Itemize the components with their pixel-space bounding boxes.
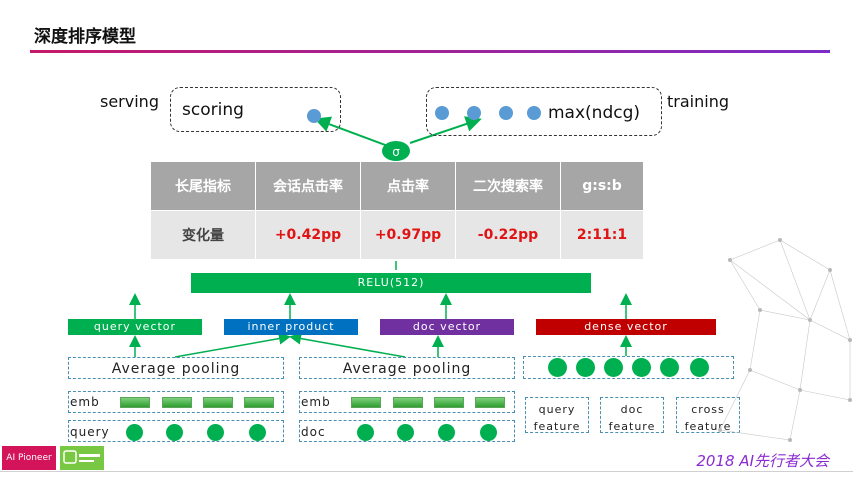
doc-token-node <box>480 424 497 441</box>
scoring-box <box>170 87 341 132</box>
emb-cell <box>393 397 423 408</box>
emb-cell <box>434 397 464 408</box>
maxndcg-label: max(ndcg) <box>548 103 641 123</box>
iqiyi-logo <box>60 446 104 470</box>
query-feature-box: query feature <box>525 397 589 433</box>
emb-cell <box>351 397 381 408</box>
table-header-cell: g:s:b <box>560 161 644 211</box>
emb-row-right <box>299 391 515 413</box>
table-header-cell: 点击率 <box>360 161 456 211</box>
network-decoration-graphic <box>718 238 852 442</box>
query-token-node <box>207 424 224 441</box>
training-node-1 <box>435 106 449 120</box>
slide-title: 深度排序模型 <box>34 27 136 47</box>
scoring-node <box>307 109 321 123</box>
query-token-node <box>249 424 266 441</box>
table-cell: 变化量 <box>150 210 256 260</box>
table-row: 变化量 +0.42pp +0.97pp -0.22pp 2:11:1 <box>150 210 644 260</box>
metrics-table: 长尾指标 会话点击率 点击率 二次搜索率 g:s:b 变化量 +0.42pp +… <box>150 161 644 260</box>
table-cell: +0.42pp <box>255 210 361 260</box>
doc-input-label: doc <box>301 425 326 439</box>
doc-token-node <box>438 424 455 441</box>
dense-node <box>660 358 679 377</box>
dense-vector-bar: dense vector <box>536 319 716 335</box>
dense-node <box>632 358 651 377</box>
conference-label: 2018 AI先行者大会 <box>696 452 829 470</box>
pool-left-to-inner-product-arrow <box>174 332 291 358</box>
dense-node <box>690 358 709 377</box>
query-input-label: query <box>70 425 110 439</box>
dense-node <box>576 358 595 377</box>
inner-product-bar: inner product <box>224 319 358 335</box>
dense-node <box>548 358 567 377</box>
sigma-to-scoring-arrow <box>314 116 389 147</box>
emb-row-left <box>68 391 284 413</box>
title-underline <box>30 50 830 53</box>
emb-label-right: emb <box>301 395 331 409</box>
table-header-cell: 长尾指标 <box>150 161 256 211</box>
emb-cell <box>475 397 505 408</box>
emb-cell <box>203 397 233 408</box>
doc-feature-box: doc feature <box>600 397 664 433</box>
average-pooling-right: Average pooling <box>299 357 515 379</box>
iqiyi-logo-mark <box>63 450 100 464</box>
relu-layer: RELU(512) <box>191 273 591 293</box>
table-header-row: 长尾指标 会话点击率 点击率 二次搜索率 g:s:b <box>150 161 644 211</box>
table-cell: +0.97pp <box>360 210 456 260</box>
dense-node <box>604 358 623 377</box>
table-cell: -0.22pp <box>455 210 561 260</box>
doc-input-row <box>299 420 515 442</box>
training-node-3 <box>499 106 513 120</box>
table-header-cell: 二次搜索率 <box>455 161 561 211</box>
table-header-cell: 会话点击率 <box>255 161 361 211</box>
doc-token-node <box>397 424 414 441</box>
maxndcg-box <box>426 87 662 136</box>
sigma-node: σ <box>382 141 410 161</box>
dense-feature-row <box>523 356 734 379</box>
training-node-2 <box>467 106 481 120</box>
ai-pioneer-badge: AI Pioneer <box>2 446 56 470</box>
training-label: training <box>667 92 729 111</box>
pool-right-to-inner-product-arrow <box>289 332 406 358</box>
doc-vector-bar: doc vector <box>380 319 514 335</box>
query-input-row <box>68 420 284 442</box>
scoring-label: scoring <box>182 100 244 120</box>
emb-cell <box>244 397 274 408</box>
emb-cell <box>120 397 150 408</box>
query-token-node <box>126 424 143 441</box>
table-cell: 2:11:1 <box>560 210 644 260</box>
sigma-to-maxndcg-arrow <box>409 116 482 144</box>
doc-token-node <box>357 424 374 441</box>
emb-label-left: emb <box>70 395 100 409</box>
serving-label: serving <box>100 92 159 111</box>
query-vector-bar: query vector <box>68 319 202 335</box>
emb-cell <box>162 397 192 408</box>
average-pooling-left: Average pooling <box>68 357 284 379</box>
query-token-node <box>166 424 183 441</box>
training-node-4 <box>527 106 541 120</box>
footer-rule <box>0 471 853 472</box>
